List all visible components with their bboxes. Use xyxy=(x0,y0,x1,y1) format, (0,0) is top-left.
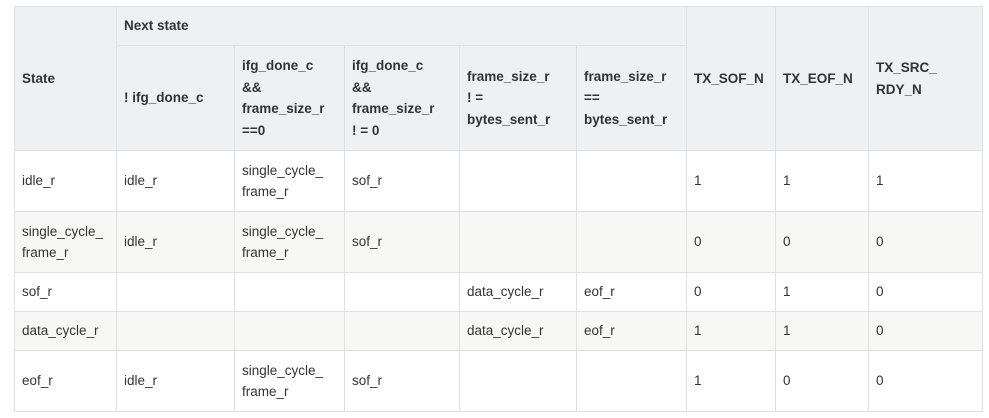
header-condition: ifg_done_c&&frame_size_r==0 xyxy=(234,45,345,151)
output-cell: 1 xyxy=(775,311,869,351)
next-state-cell xyxy=(576,211,687,273)
next-state-cell xyxy=(234,272,345,312)
state-transition-table: State Next state TX_SOF_N TX_EOF_N TX_SR… xyxy=(14,6,983,412)
next-state-cell xyxy=(576,150,687,212)
output-cell: 0 xyxy=(775,211,869,273)
output-cell: 0 xyxy=(868,350,983,412)
next-state-cell xyxy=(234,311,345,351)
next-state-cell: single_cycle_frame_r xyxy=(234,211,345,273)
table-row: eof_r idle_r single_cycle_frame_r sof_r … xyxy=(14,350,983,412)
output-cell: 0 xyxy=(868,272,983,312)
next-state-cell xyxy=(459,150,577,212)
header-next-state: Next state xyxy=(116,6,687,46)
next-state-cell xyxy=(116,272,235,312)
state-cell: eof_r xyxy=(14,350,117,412)
next-state-cell xyxy=(459,211,577,273)
next-state-cell: sof_r xyxy=(344,350,460,412)
table-row: sof_r data_cycle_r eof_r 0 1 0 xyxy=(14,272,983,312)
next-state-cell: single_cycle_frame_r xyxy=(234,150,345,212)
header-condition: ! ifg_done_c xyxy=(116,45,235,151)
output-cell: 1 xyxy=(868,150,983,212)
next-state-cell: data_cycle_r xyxy=(459,311,577,351)
header-row-top: State Next state TX_SOF_N TX_EOF_N TX_SR… xyxy=(14,6,983,151)
header-output: TX_EOF_N xyxy=(775,6,869,151)
output-cell: 1 xyxy=(686,150,776,212)
header-condition: frame_size_r! =bytes_sent_r xyxy=(459,45,577,151)
table-row: single_cycle_frame_r idle_r single_cycle… xyxy=(14,211,983,273)
next-state-cell xyxy=(344,311,460,351)
state-cell: single_cycle_frame_r xyxy=(14,211,117,273)
header-condition: ifg_done_c&&frame_size_r! = 0 xyxy=(344,45,460,151)
header-row-conditions: ! ifg_done_c ifg_done_c&&frame_size_r==0… xyxy=(15,45,983,151)
state-cell: sof_r xyxy=(14,272,117,312)
next-state-cell xyxy=(576,350,687,412)
output-cell: 1 xyxy=(775,150,869,212)
next-state-cell xyxy=(459,350,577,412)
output-cell: 0 xyxy=(686,211,776,273)
next-state-cell: idle_r xyxy=(116,150,235,212)
next-state-cell: single_cycle_frame_r xyxy=(234,350,345,412)
output-cell: 0 xyxy=(868,311,983,351)
next-state-cell: idle_r xyxy=(116,350,235,412)
output-cell: 1 xyxy=(686,350,776,412)
next-state-cell xyxy=(344,272,460,312)
header-output: TX_SOF_N xyxy=(686,6,776,151)
table-row: data_cycle_r data_cycle_r eof_r 1 1 0 xyxy=(14,311,983,351)
state-cell: data_cycle_r xyxy=(14,311,117,351)
header-output: TX_SRC_RDY_N xyxy=(868,6,983,151)
next-state-cell: sof_r xyxy=(344,211,460,273)
table-row: idle_r idle_r single_cycle_frame_r sof_r… xyxy=(14,150,983,212)
next-state-cell: sof_r xyxy=(344,150,460,212)
next-state-cell xyxy=(116,311,235,351)
output-cell: 1 xyxy=(686,311,776,351)
next-state-cell: eof_r xyxy=(576,272,687,312)
output-cell: 0 xyxy=(868,211,983,273)
output-cell: 1 xyxy=(775,272,869,312)
next-state-cell: data_cycle_r xyxy=(459,272,577,312)
header-state: State xyxy=(14,6,117,151)
next-state-cell: idle_r xyxy=(116,211,235,273)
output-cell: 0 xyxy=(686,272,776,312)
output-cell: 0 xyxy=(775,350,869,412)
header-condition: frame_size_r==bytes_sent_r xyxy=(576,45,687,151)
next-state-cell: eof_r xyxy=(576,311,687,351)
state-cell: idle_r xyxy=(14,150,117,212)
